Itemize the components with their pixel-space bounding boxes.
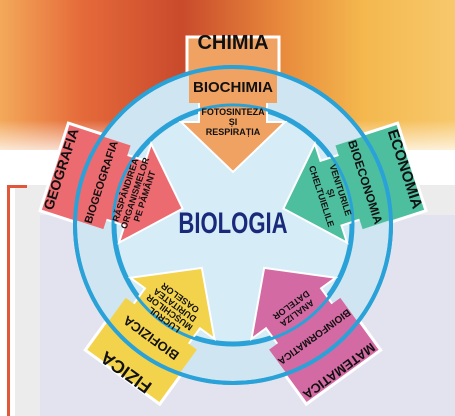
arrow-text-line: ȘI [229,117,238,127]
label-chimia: CHIMIA [197,32,268,54]
arrow-text-line: RESPIRAȚIA [206,127,261,137]
center-label: BIOLOGIA [178,206,287,240]
label-biochimia: BIOCHIMIA [193,79,273,96]
arrow-text-line: FOTOSINTEZA [201,107,265,117]
